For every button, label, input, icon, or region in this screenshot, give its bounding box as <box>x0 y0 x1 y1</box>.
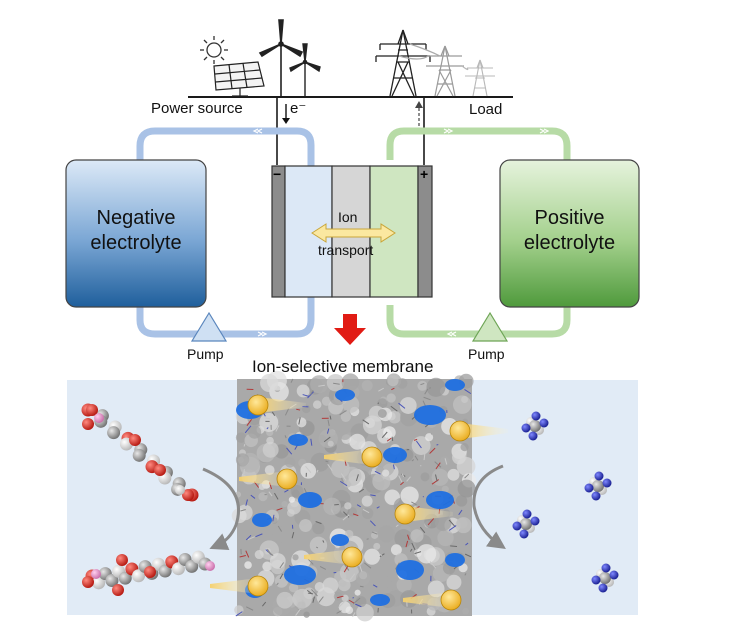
right-pump-label: Pump <box>468 346 505 362</box>
power-source-label: Power source <box>151 100 243 117</box>
atom <box>82 418 94 430</box>
pump-icon <box>471 311 509 342</box>
load-label: Load <box>469 101 503 118</box>
ion-sphere <box>276 468 298 490</box>
negative-electrolyte-tank <box>65 159 207 308</box>
atom <box>94 413 104 423</box>
atom <box>529 420 541 432</box>
solar-panel-icon <box>213 61 265 97</box>
transport-label: transport <box>318 242 374 258</box>
atom <box>129 434 141 446</box>
atom <box>175 485 185 495</box>
atom <box>205 561 215 571</box>
atom <box>601 563 611 573</box>
down-arrow-icon <box>334 314 366 345</box>
wind-turbine-icon <box>289 43 321 96</box>
atom <box>144 566 156 578</box>
atom <box>158 564 172 578</box>
ion-trail <box>210 578 258 594</box>
sun-icon <box>200 36 228 64</box>
power-pylon-icon <box>461 59 495 97</box>
atom <box>132 569 146 583</box>
ion-sphere <box>341 546 363 568</box>
atom <box>92 576 106 590</box>
atom <box>520 518 532 530</box>
atom <box>609 570 619 580</box>
ion-sphere <box>440 589 462 611</box>
atom <box>86 404 98 416</box>
wind-turbine-icon <box>258 19 304 96</box>
power-pylon-icon <box>375 29 431 97</box>
atom <box>531 411 541 421</box>
atom <box>118 571 132 585</box>
atom <box>584 483 594 493</box>
atom <box>594 471 604 481</box>
ion-sphere <box>247 575 269 597</box>
ion-transport-arrow <box>311 223 396 243</box>
left-pump-label: Pump <box>187 346 224 362</box>
atom <box>116 554 128 566</box>
ion-sphere <box>449 420 471 442</box>
atom <box>185 559 199 573</box>
ion-sphere <box>394 503 416 525</box>
atom <box>105 573 119 587</box>
minus-terminal: − <box>273 166 282 182</box>
membrane-title: Ion-selective membrane <box>252 357 434 376</box>
atom <box>539 418 549 428</box>
atom <box>521 423 531 433</box>
atom <box>592 480 604 492</box>
power-pylon-icon <box>398 43 464 97</box>
atom <box>602 478 612 488</box>
atom <box>519 529 529 539</box>
electron-label: e⁻ <box>290 100 307 117</box>
ion-trail <box>239 471 287 487</box>
plus-terminal: + <box>420 166 429 182</box>
atom <box>171 562 185 576</box>
atom <box>154 464 166 476</box>
positive-electrolyte-tank <box>499 159 640 308</box>
ion-sphere <box>247 394 269 416</box>
ion-trail <box>403 592 451 608</box>
ion-trail <box>304 549 352 565</box>
atom <box>530 516 540 526</box>
ion-trail <box>258 397 306 413</box>
atom <box>82 576 94 588</box>
ion-sphere <box>361 446 383 468</box>
ion-trail <box>460 423 508 439</box>
atom <box>599 572 611 584</box>
pump-icon <box>190 311 228 342</box>
atom <box>112 584 124 596</box>
atom <box>528 431 538 441</box>
atom <box>107 426 121 440</box>
atom <box>91 569 101 579</box>
atom <box>591 491 601 501</box>
ion-label: Ion <box>338 209 358 225</box>
ion-trail <box>405 506 453 522</box>
atom <box>591 575 601 585</box>
ion-trail <box>324 449 372 465</box>
atom <box>522 509 532 519</box>
atom <box>512 521 522 531</box>
atom <box>182 489 194 501</box>
atom <box>132 448 146 462</box>
atom <box>598 583 608 593</box>
